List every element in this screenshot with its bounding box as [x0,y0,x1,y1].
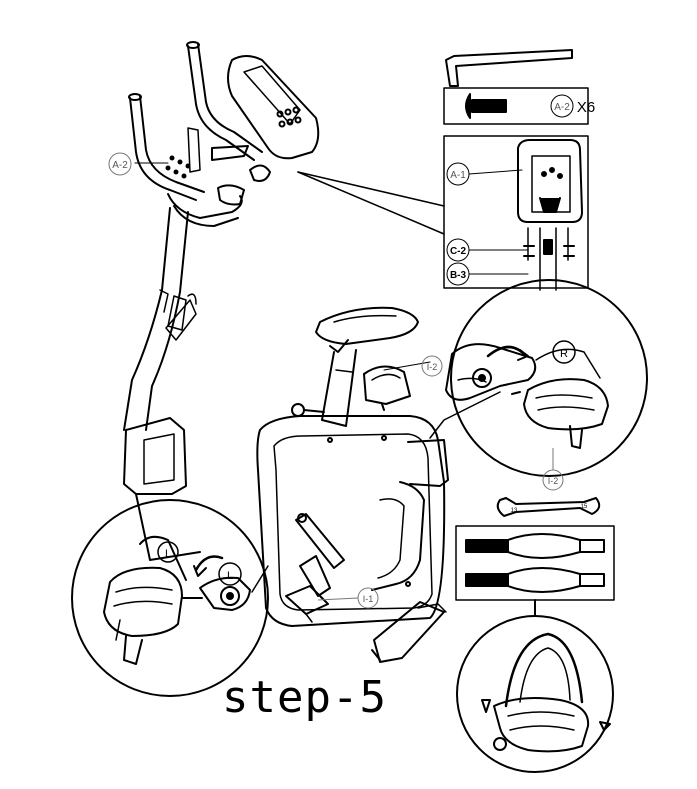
console [187,55,320,173]
step-title: step-5 [222,672,387,723]
wrench-size-left: 13 [511,508,518,514]
wrench-size-right: 15 [581,504,588,510]
callout-i2-top: I-2 [427,362,438,372]
right-pedal-letter: R [560,348,568,360]
screw-box [443,87,589,125]
crank-pedals [285,365,411,623]
left-crank-letter: L [227,570,233,582]
left-pedal-detail [71,499,269,697]
screws-a2 [165,155,191,179]
callout-i1: I-1 [363,594,374,604]
callout-b3: B-3 [450,270,467,281]
right-pedal-detail [429,279,648,477]
pedal-straps-box [455,525,615,617]
callout-c2: C-2 [450,246,467,257]
strap-detail [456,615,614,773]
frame-body [256,415,449,663]
callout-i2-bottom: I-2 [548,476,559,486]
seat [291,306,419,427]
main-column [123,207,201,561]
handlebar-assembly [128,41,271,227]
console-detail-box [443,135,589,291]
wrench-tool [496,497,601,517]
screw-part-label: A-2 [554,102,570,113]
screw-qty-label: X6 [577,99,595,116]
callout-a2-main: A-2 [112,160,128,171]
callout-labels: A-2 A-1 C-2 B-3 A-2 X6 I-2 I-2 I-1 R L L… [108,99,595,609]
callout-a1: A-1 [450,170,466,181]
left-pedal-letter: L [165,548,171,560]
allen-key-tool [445,49,573,87]
detail-leader-line [297,171,445,235]
